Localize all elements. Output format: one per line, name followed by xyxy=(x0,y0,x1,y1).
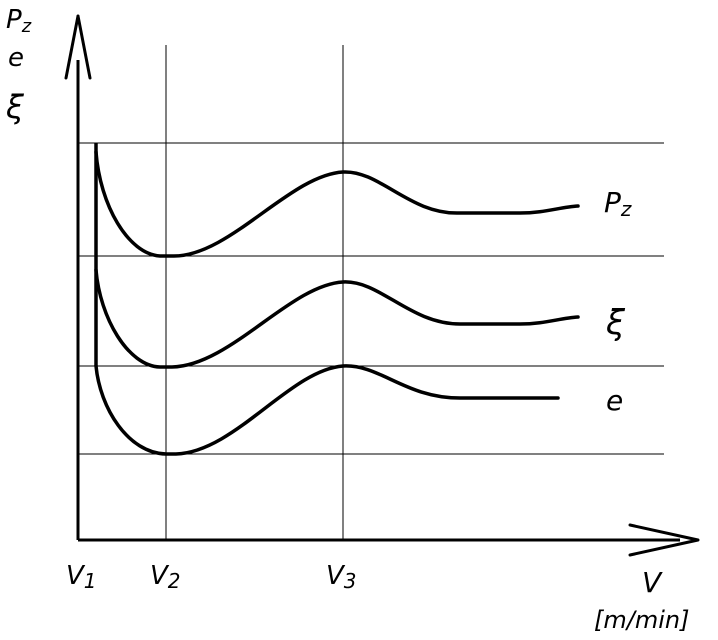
curve-label-pz: Pz xyxy=(604,186,632,221)
curve-pz xyxy=(94,150,580,258)
tick-label-v1: V1 xyxy=(66,561,97,593)
curve-label-e: e xyxy=(606,384,623,417)
y-axis-arrowhead xyxy=(64,14,92,80)
y-label-pz: Pz xyxy=(6,5,32,37)
curve-xi xyxy=(94,268,580,369)
x-axis-unit: [m/min] xyxy=(594,606,689,634)
curve-label-xi: ξ xyxy=(605,303,626,343)
x-axis-label: V xyxy=(642,566,663,599)
y-label-e: e xyxy=(8,43,24,73)
x-axis-arrowhead xyxy=(628,523,700,557)
tick-label-v3: V3 xyxy=(326,561,357,593)
tick-label-v2: V2 xyxy=(150,561,181,593)
y-label-xi: ξ xyxy=(5,88,25,126)
curve-e xyxy=(94,364,560,456)
